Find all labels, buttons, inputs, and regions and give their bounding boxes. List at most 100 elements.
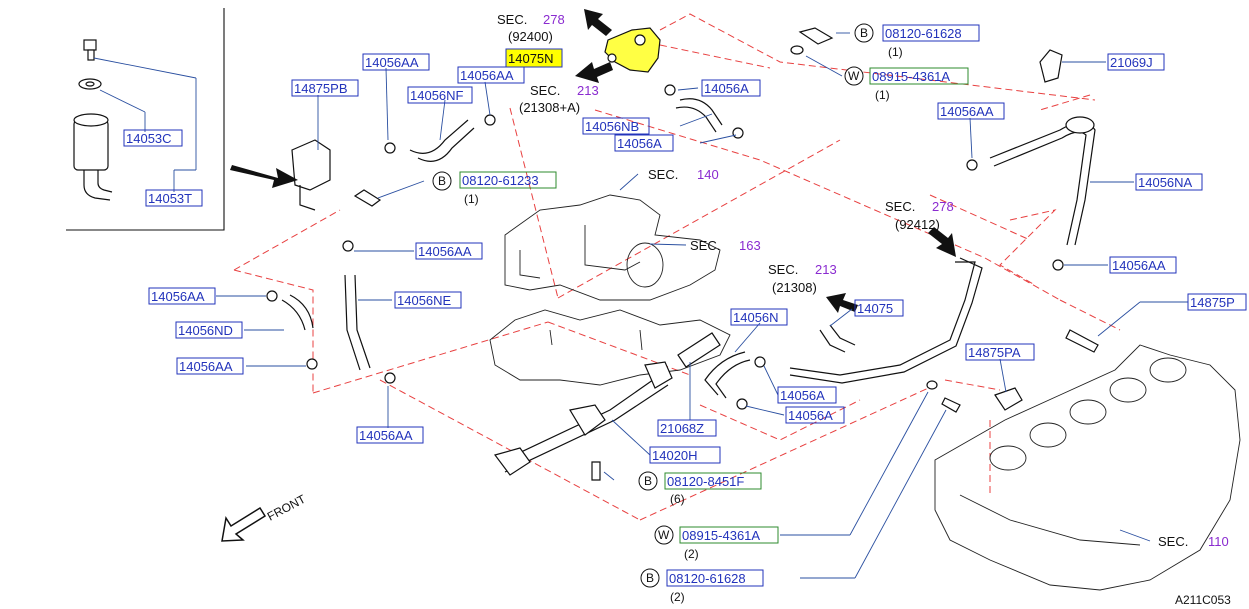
sec-278-top-num: 278 [543, 12, 565, 27]
svg-text:(1): (1) [464, 192, 479, 206]
svg-text:14875PA: 14875PA [968, 345, 1021, 360]
part-14056NF[interactable]: 14056NF [407, 86, 473, 104]
svg-text:14056AA: 14056AA [1112, 258, 1166, 273]
svg-text:14056ND: 14056ND [178, 323, 233, 338]
sec-213-right-prefix: SEC. [768, 262, 798, 277]
figure-code: A211C053 [1175, 593, 1231, 607]
svg-text:14056NF: 14056NF [410, 88, 464, 103]
svg-text:(1): (1) [875, 88, 890, 102]
cylinder-head-outline [934, 344, 1241, 591]
part-14056NE[interactable]: 14056NE [394, 291, 462, 309]
sec-213-top-ref: (21308+A) [519, 100, 580, 115]
fastener-08120-61628-b[interactable]: B 08120-61628 (2) [640, 568, 764, 604]
svg-text:14056NE: 14056NE [397, 293, 452, 308]
svg-text:W: W [658, 528, 670, 542]
part-14056AA-h[interactable]: 14056AA [356, 426, 424, 444]
part-14056AA-b[interactable]: 14056AA [457, 66, 525, 84]
part-21069J[interactable]: 21069J [1107, 53, 1165, 71]
svg-text:(2): (2) [670, 590, 685, 604]
hoses-and-parts [266, 27, 1099, 481]
svg-text:08120-61233: 08120-61233 [462, 173, 539, 188]
intake-manifold-outline [489, 194, 731, 386]
part-14056N[interactable]: 14056N [730, 308, 788, 326]
fastener-labels: B 08120-61628 (1) W 08915-4361A (1) B 08… [432, 23, 980, 604]
part-14056A-c[interactable]: 14056A [777, 386, 837, 404]
sec-278-top-ref: (92400) [508, 29, 553, 44]
svg-text:(6): (6) [670, 492, 685, 506]
svg-text:14056NA: 14056NA [1138, 175, 1193, 190]
svg-text:(1): (1) [888, 45, 903, 59]
part-14056AA-e[interactable]: 14056AA [415, 242, 483, 260]
sec-110-num: 110 [1208, 534, 1229, 549]
part-14053C[interactable]: 14053C [123, 129, 183, 147]
part-14020H[interactable]: 14020H [649, 446, 721, 464]
svg-text:14075: 14075 [857, 301, 893, 316]
part-14056A-a[interactable]: 14056A [701, 79, 761, 97]
part-14875PB[interactable]: 14875PB [291, 79, 359, 97]
part-14075N-highlight [505, 48, 563, 68]
front-arrow [221, 506, 267, 542]
arrow-to-valve [230, 165, 298, 188]
part-14875P[interactable]: 14875P [1187, 293, 1247, 311]
svg-text:14056AA: 14056AA [179, 359, 233, 374]
leader-lines [93, 32, 1188, 579]
part-14075N-label: 14075N [508, 51, 554, 66]
part-14056A-b[interactable]: 14056A [614, 134, 674, 152]
svg-text:W: W [848, 69, 860, 83]
part-14056AA-a[interactable]: 14056AA [362, 53, 430, 71]
part-14056AA-c[interactable]: 14056AA [937, 102, 1005, 120]
svg-text:08120-61628: 08120-61628 [669, 571, 746, 586]
svg-text:14056N: 14056N [733, 310, 779, 325]
svg-text:B: B [644, 474, 652, 488]
fastener-08120-61233[interactable]: B 08120-61233 (1) [432, 171, 557, 206]
part-14075N[interactable]: 14075N [505, 48, 563, 68]
sec-213-top-num: 213 [577, 83, 599, 98]
svg-text:14875P: 14875P [1190, 295, 1235, 310]
svg-text:14056AA: 14056AA [460, 68, 514, 83]
svg-text:08120-61628: 08120-61628 [885, 26, 962, 41]
fastener-08120-8451F[interactable]: B 08120-8451F (6) [638, 471, 762, 506]
sec-140-prefix: SEC. [648, 167, 678, 182]
arrow-sec-278-top [584, 9, 612, 36]
svg-text:21068Z: 21068Z [660, 421, 704, 436]
part-14075[interactable]: 14075 [854, 299, 904, 317]
part-14875PA[interactable]: 14875PA [965, 343, 1035, 361]
svg-text:21069J: 21069J [1110, 55, 1153, 70]
svg-text:(2): (2) [684, 547, 699, 561]
svg-text:B: B [646, 571, 654, 585]
sec-110-prefix: SEC. [1158, 534, 1188, 549]
front-label: FRONT [265, 492, 309, 524]
svg-text:14053T: 14053T [148, 191, 192, 206]
sec-278-right-num: 278 [932, 199, 954, 214]
svg-text:14056A: 14056A [617, 136, 662, 151]
svg-text:14053C: 14053C [126, 131, 172, 146]
sec-213-top-prefix: SEC. [530, 83, 560, 98]
fastener-08915-4361A-b[interactable]: W 08915-4361A (2) [654, 525, 779, 561]
fastener-08120-61628-a[interactable]: B 08120-61628 (1) [854, 23, 980, 59]
svg-text:14875PB: 14875PB [294, 81, 348, 96]
part-14056A-d[interactable]: 14056A [785, 406, 845, 424]
part-14056AA-d[interactable]: 14056AA [1109, 256, 1177, 274]
svg-text:B: B [438, 174, 446, 188]
sec-278-top-prefix: SEC. [497, 12, 527, 27]
sec-278-right-ref: (92412) [895, 217, 940, 232]
svg-text:14056AA: 14056AA [940, 104, 994, 119]
svg-text:14056NB: 14056NB [585, 119, 639, 134]
part-14056AA-f[interactable]: 14056AA [148, 287, 216, 305]
inset-box [66, 8, 225, 231]
sec-213-right-ref: (21308) [772, 280, 817, 295]
fastener-08915-4361A-a[interactable]: W 08915-4361A (1) [844, 66, 969, 102]
part-14056AA-g[interactable]: 14056AA [176, 357, 244, 375]
svg-text:14056A: 14056A [704, 81, 749, 96]
part-14053T[interactable]: 14053T [145, 189, 203, 207]
part-21068Z[interactable]: 21068Z [657, 419, 717, 437]
part-14056NA[interactable]: 14056NA [1135, 173, 1203, 191]
part-labels: 14056AA 14056AA 14875PB 14056NF 14053C 1… [123, 53, 1247, 464]
part-14056NB[interactable]: 14056NB [582, 117, 650, 135]
svg-text:08915-4361A: 08915-4361A [682, 528, 760, 543]
svg-text:B: B [860, 26, 868, 40]
svg-text:14020H: 14020H [652, 448, 698, 463]
part-14056ND[interactable]: 14056ND [175, 321, 243, 339]
svg-text:08915-4361A: 08915-4361A [872, 69, 950, 84]
